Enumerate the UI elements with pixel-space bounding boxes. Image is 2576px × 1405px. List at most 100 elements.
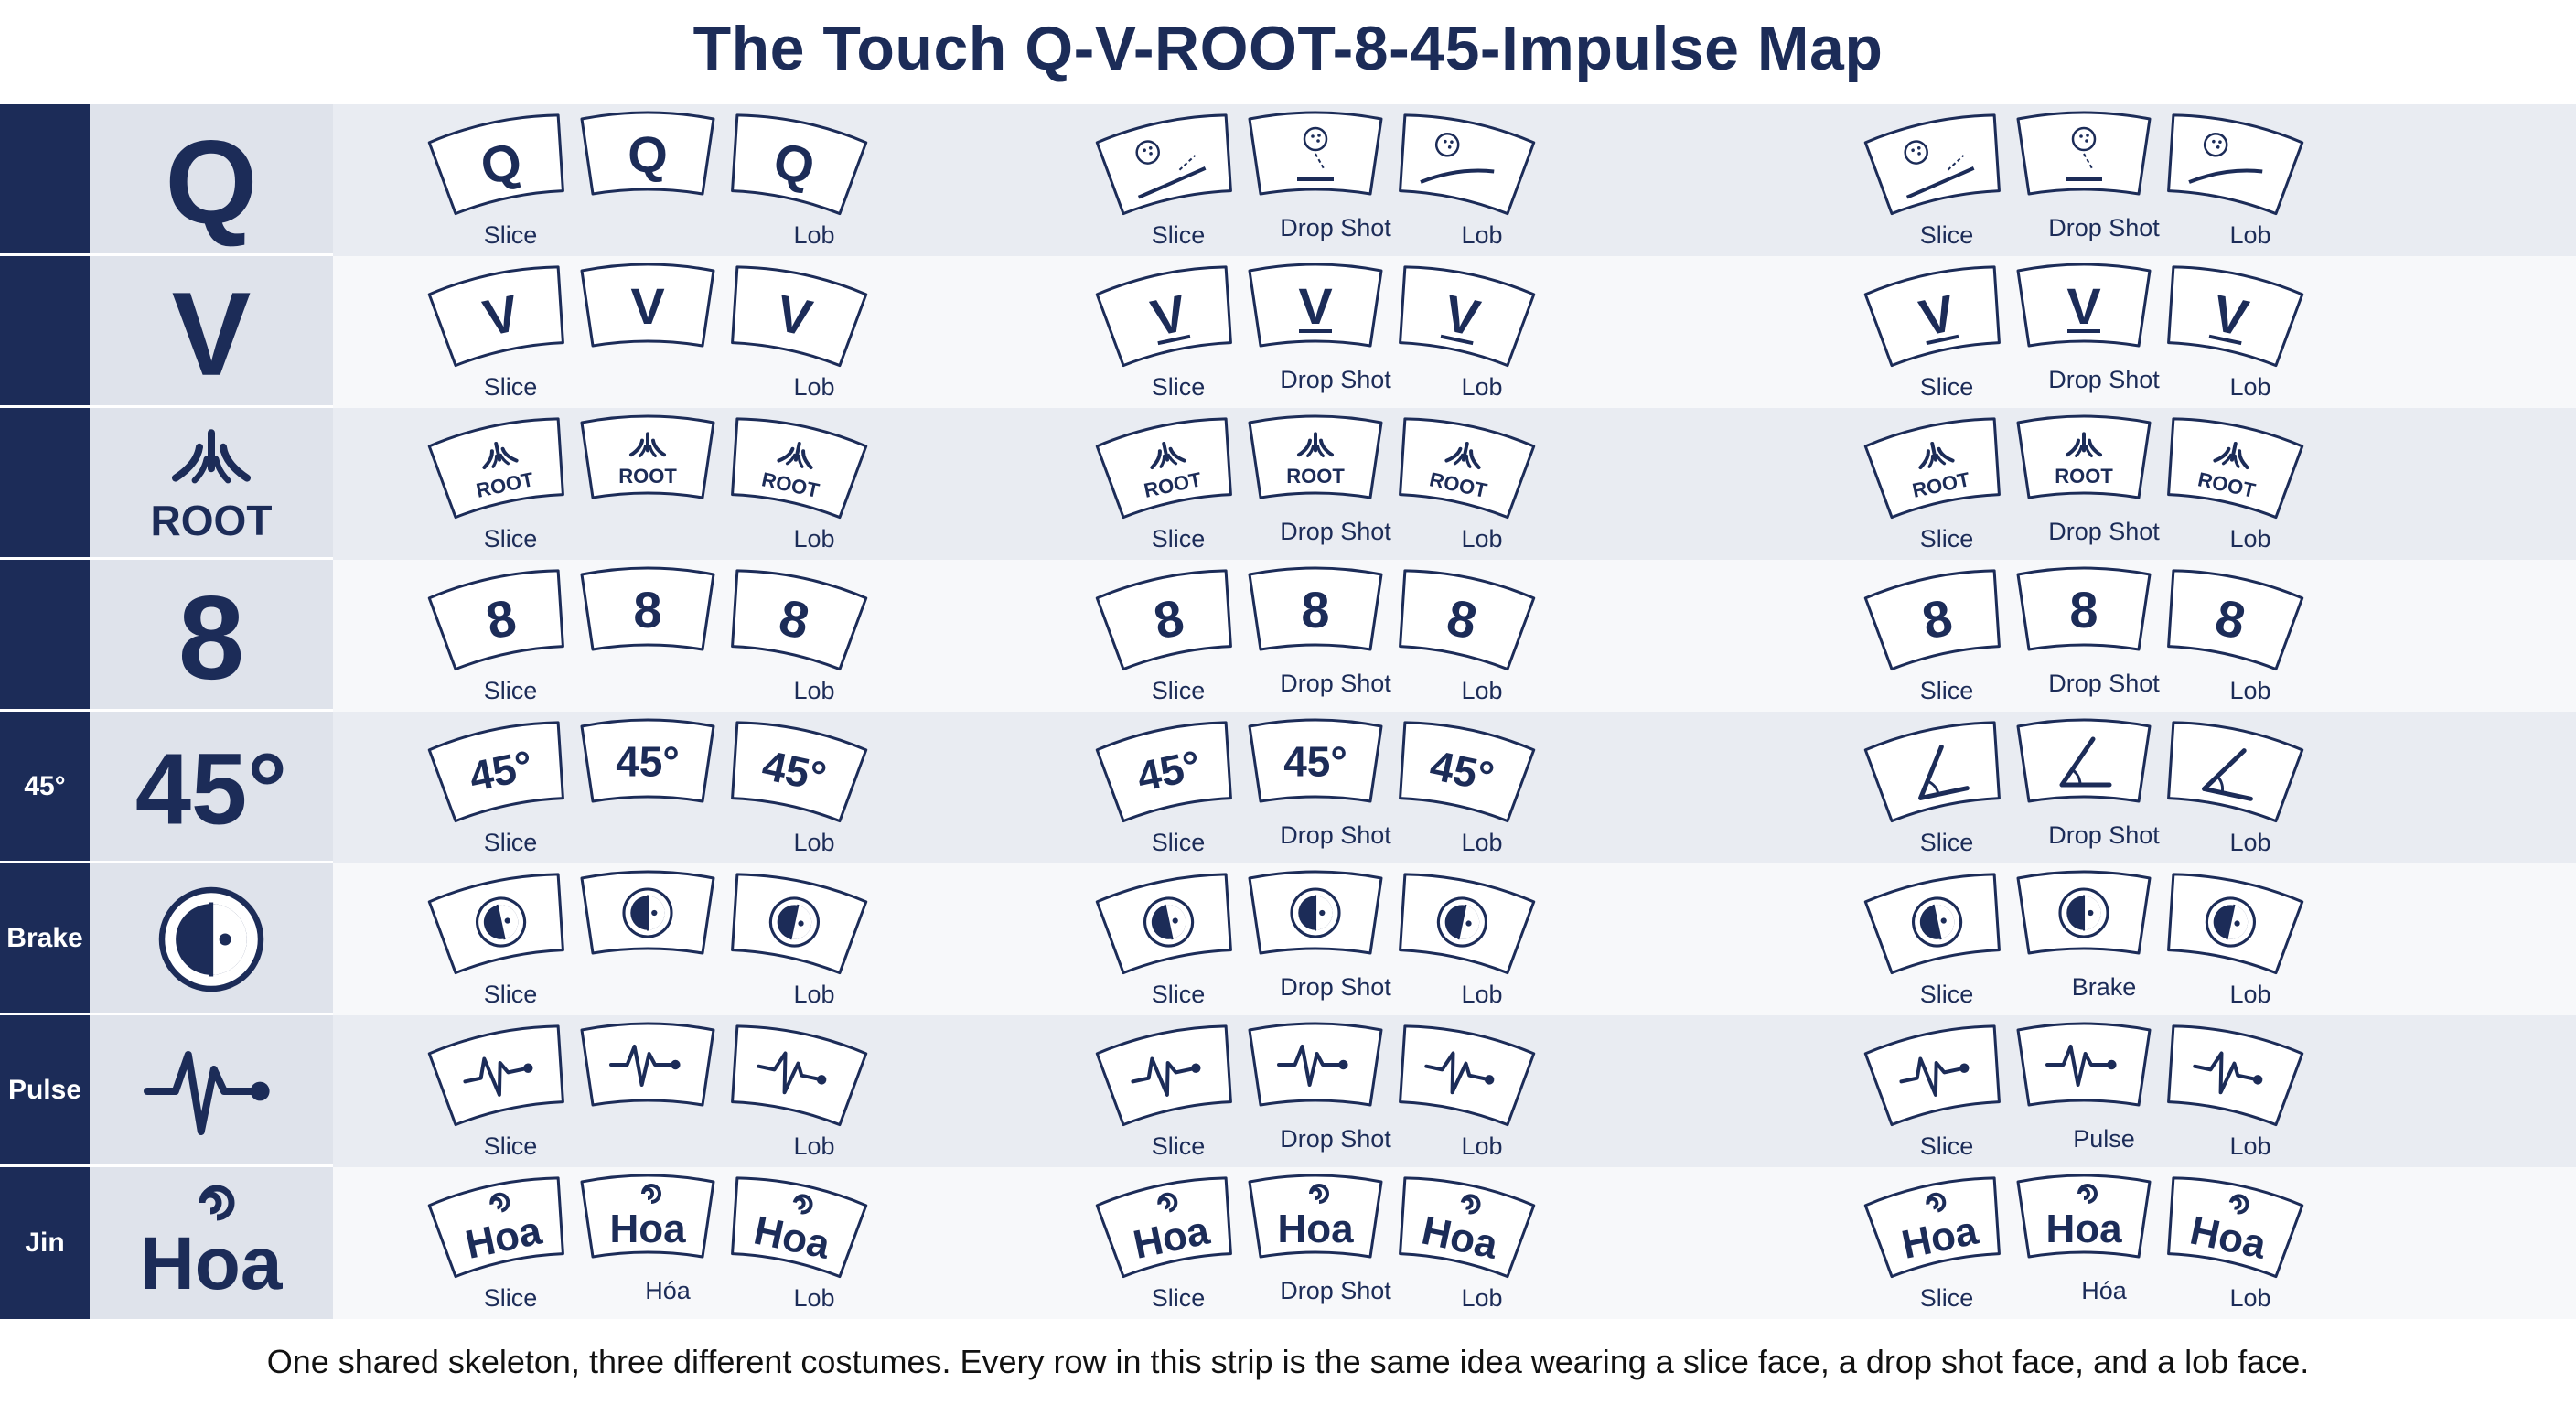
shot-label: Drop Shot [1280,1125,1391,1153]
brake-icon [580,870,715,955]
shot-label: Hóa [2081,1277,2127,1304]
row-glyph: 45° [135,734,287,846]
shot-card [2152,714,2310,830]
shot-card [576,870,719,959]
shot-label: Lob [1461,677,1503,704]
letter-underlined: V [1399,265,1536,368]
shot-label: Lob [2229,373,2271,401]
shot-label: Lob [793,221,835,249]
pulse-icon [1863,1024,2001,1127]
shot-label: Brake [2071,973,2137,1001]
row-main-icon: Q [90,104,333,256]
shot-label: Slice [1151,221,1206,249]
shot-label: Slice [1919,525,1974,552]
shot-card [2012,111,2155,199]
card-glyph-icon: Q [731,113,868,216]
card-glyph-icon: 8 [1399,569,1536,671]
shot-label: Drop Shot [2048,821,2160,849]
row-main-icon: 8 [90,560,333,712]
hoa: Hoa [580,1174,715,1259]
row-side-label [0,256,90,408]
shot-label: Drop Shot [1280,214,1391,241]
shot-card [2152,866,2310,981]
shot-label: Lob [1461,829,1503,856]
root: ROOT [1095,417,1232,520]
svg-text:V: V [1298,277,1332,335]
card-glyph-icon: 45° [1095,721,1232,823]
row-main-icon: Hoa [90,1167,333,1319]
shot-card [1383,107,1541,222]
shot-label: Slice [483,1284,538,1312]
shot-card [423,866,581,981]
shot-card: Hoa [715,1170,874,1285]
card-glyph-icon: 8 [427,569,564,671]
shot-label: Lob [1461,981,1503,1008]
shot-label: Slice [1919,1284,1974,1312]
shot-label: Lob [2229,1132,2271,1160]
svg-text:8: 8 [2069,581,2098,638]
shot-label: Slice [483,373,538,401]
letter-underlined: V [2016,263,2152,348]
root: ROOT [1248,414,1383,499]
hoa-icon: Hoa [141,1185,284,1305]
card-glyph-icon: V [731,265,868,368]
shot-card: ROOT [1383,411,1541,526]
card-glyph-icon: 8 [2016,566,2152,651]
shot-card [1244,111,1387,199]
shot-card [1090,1018,1249,1133]
svg-text:45°: 45° [616,738,680,786]
row-glyph: V [172,267,252,401]
shot-label: Drop Shot [2048,214,2160,241]
shot-card: Hoa [2012,1174,2155,1262]
root: ROOT [427,417,564,520]
svg-text:8: 8 [1301,581,1329,638]
shot-card: ROOT [1244,414,1387,503]
shot-label: Drop Shot [1280,1277,1391,1304]
row-glyph-icon: 45° [135,734,287,846]
pulse-icon [731,1024,868,1127]
shot-label: Drop Shot [2048,518,2160,545]
card-glyph-icon: 45° [1399,721,1536,823]
shot-card: V [576,263,719,351]
letter-underlined: V [1248,263,1383,348]
hoa: Hoa [1399,1176,1536,1279]
shot-card: 45° [715,714,874,830]
brake-icon [1399,873,1536,975]
shot-label: Slice [1151,525,1206,552]
shot-card: 45° [1383,714,1541,830]
card-glyph-icon: 8 [1863,569,2001,671]
pulse-icon [2167,1024,2304,1127]
brake-icon [1863,873,2001,975]
root: ROOT [2167,417,2304,520]
card-glyph-icon: V [580,263,715,348]
shot-card [2152,1018,2310,1133]
shot-card: 8 [423,563,581,678]
row-glyph: Q [165,115,257,249]
shot-card: ROOT [1090,411,1249,526]
shot-card [2152,107,2310,222]
shot-label: Drop Shot [1280,821,1391,849]
shot-label: Lob [793,1284,835,1312]
shot-card: 8 [715,563,874,678]
root: ROOT [731,417,868,520]
shot-label: Drop Shot [1280,518,1391,545]
shot-label: Slice [1151,829,1206,856]
brake-icon [1248,870,1383,955]
shot-card: V [423,259,581,374]
shot-card: ROOT [576,414,719,503]
shot-label: Slice [1151,981,1206,1008]
row-side-label: 45° [0,712,90,863]
shot-label: Lob [793,1132,835,1160]
shot-card: 8 [576,566,719,655]
shot-label: Slice [483,221,538,249]
brake-icon [2016,870,2152,955]
shot-card: 8 [1244,566,1387,655]
